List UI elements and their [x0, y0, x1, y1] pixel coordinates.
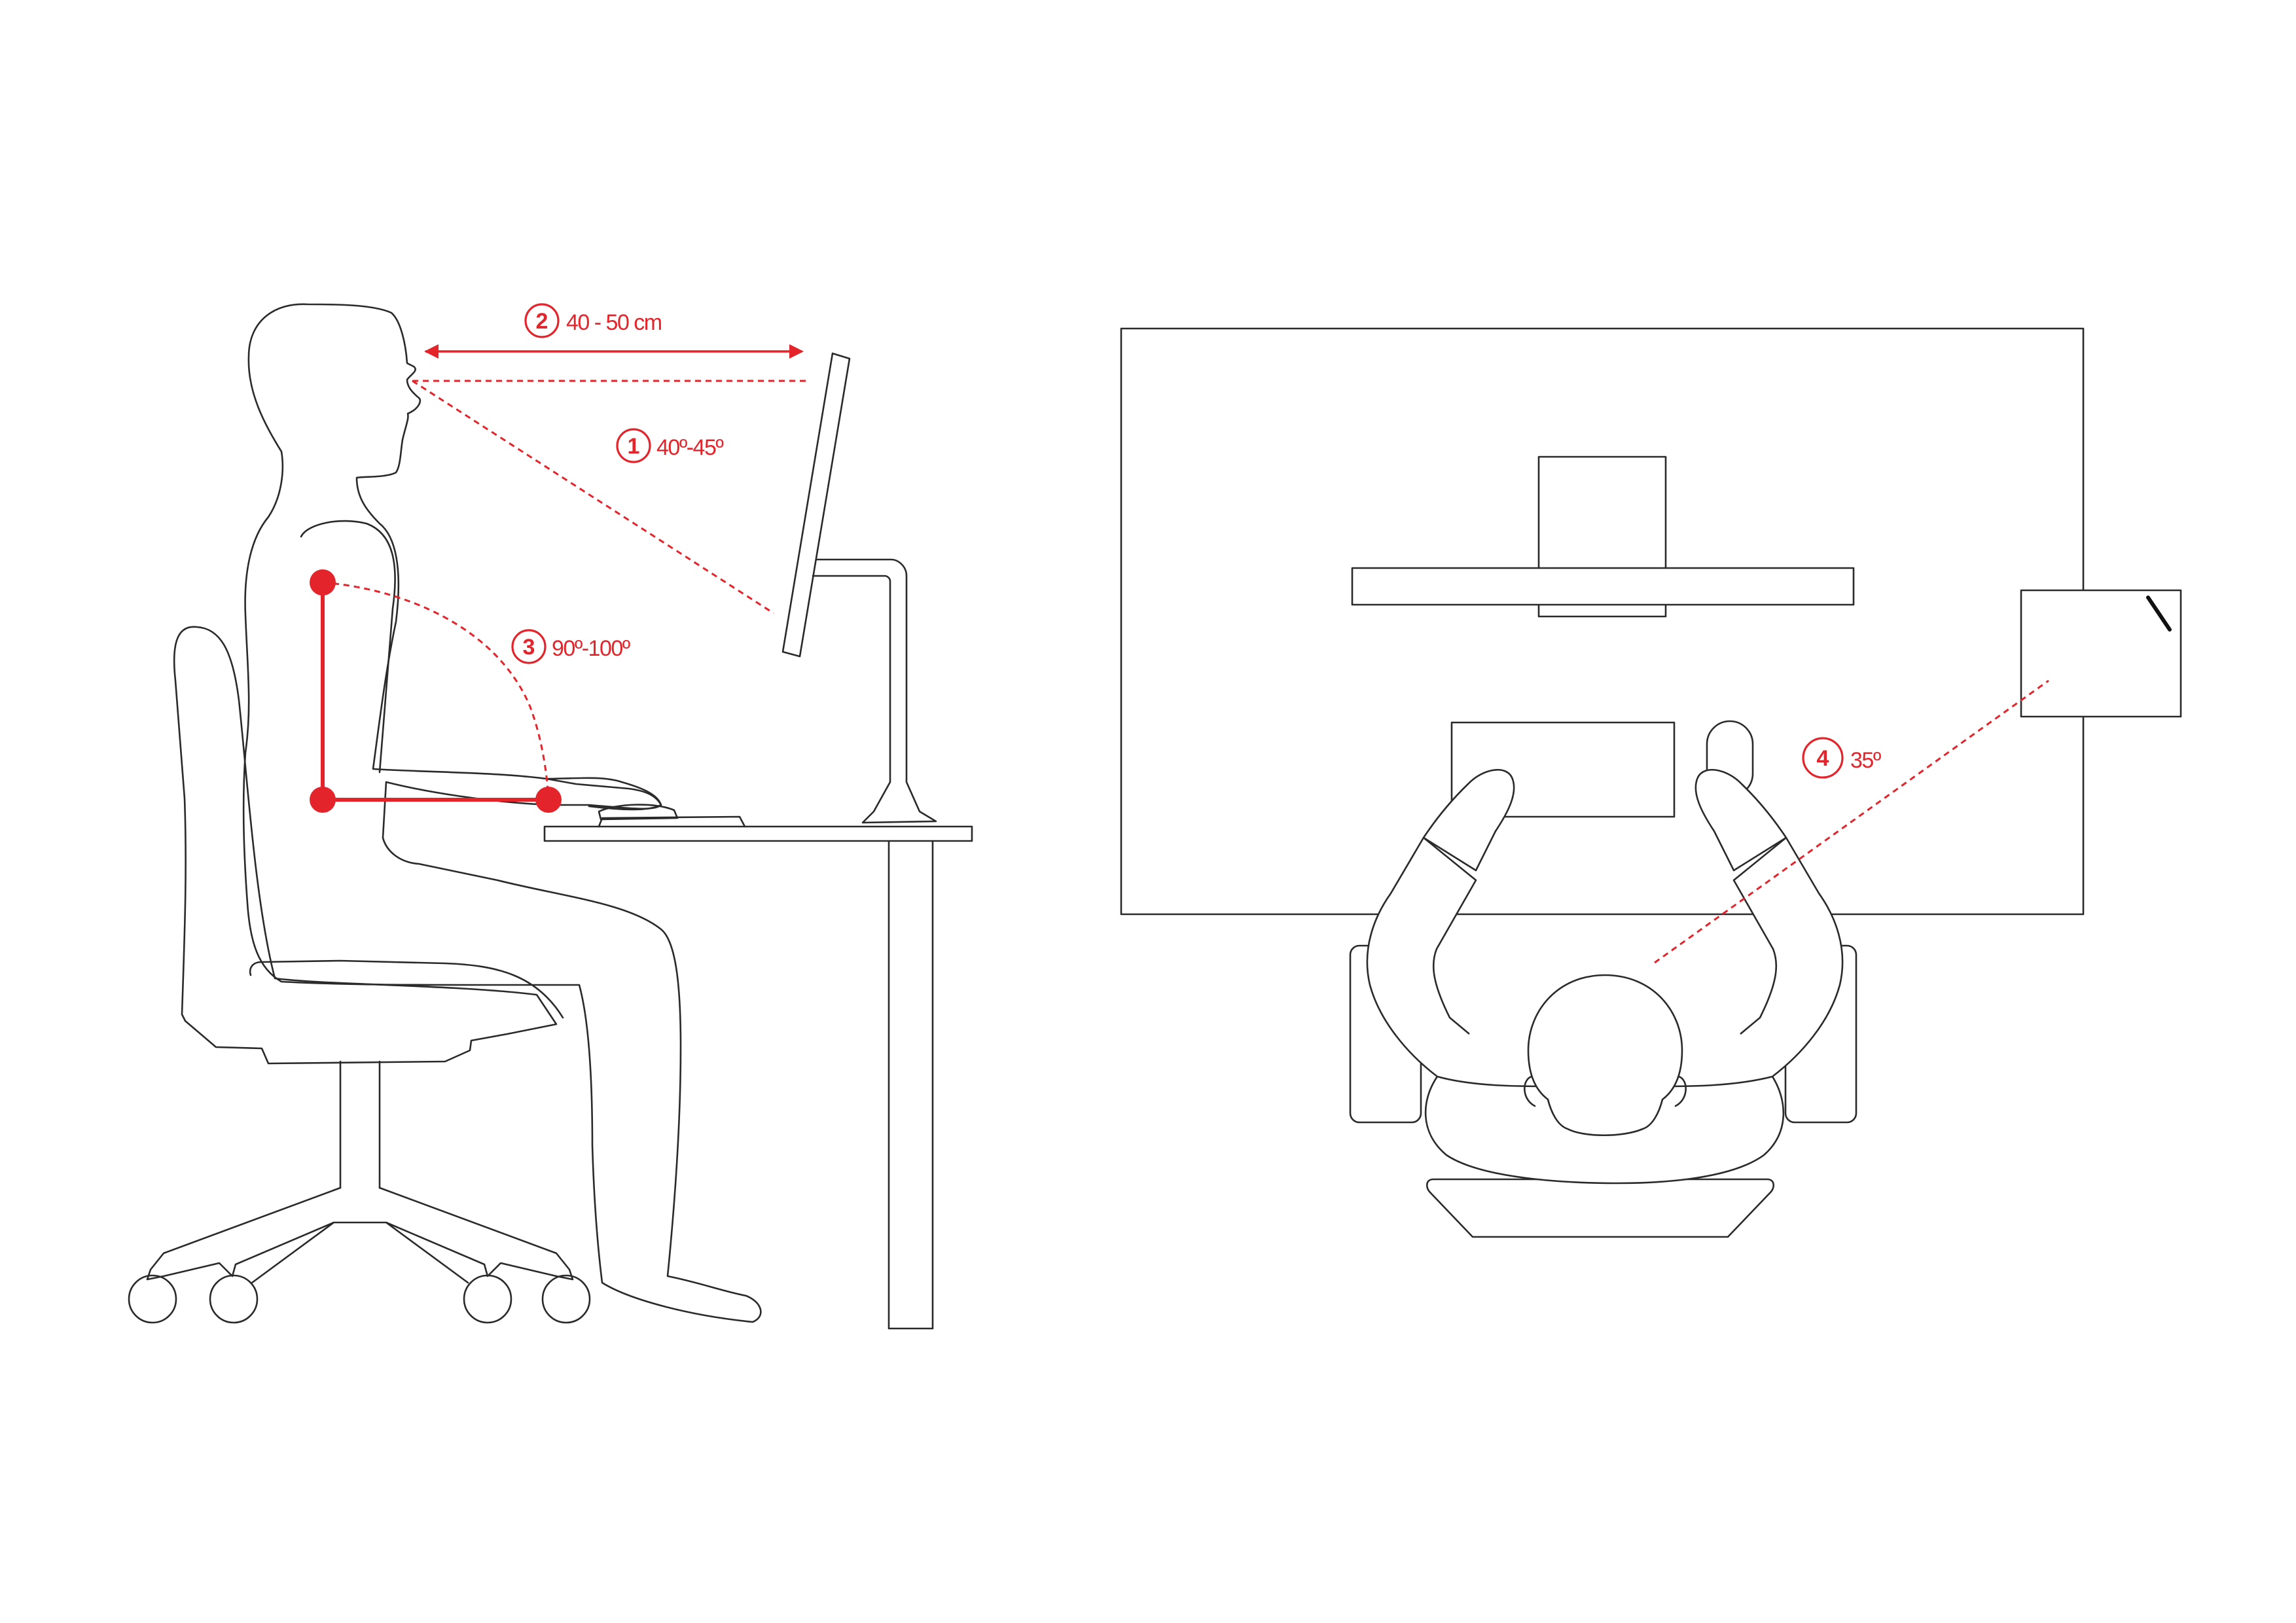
- chair-wheel: [463, 1274, 512, 1324]
- elbow-dot: [310, 787, 336, 813]
- top-view: 4 35º: [1120, 327, 2182, 1238]
- monitor-arm: [812, 558, 937, 824]
- elbow-angle-text: 90º-100º: [552, 636, 630, 661]
- person-right-hand: [1695, 768, 1787, 872]
- person-head-top: [1527, 974, 1683, 1136]
- chair-wheel: [128, 1274, 177, 1324]
- gaze-angle-number: 1: [628, 434, 640, 459]
- desk-top: [543, 825, 973, 842]
- side-view: 2 40 - 50 cm 1 40º-45º 3 90º-100º: [128, 303, 973, 1330]
- chair-seat: [249, 959, 564, 1019]
- distance-label: 2 40 - 50 cm: [524, 303, 662, 338]
- person-top-view: [1366, 768, 1844, 1185]
- chair-wheel: [209, 1274, 259, 1324]
- elbow-angle-label: 3 90º-100º: [511, 629, 631, 664]
- side-panel-mark: [2146, 596, 2172, 632]
- elbow-arc: [322, 581, 550, 799]
- monitor-top-view: [1351, 567, 1855, 606]
- person-left-hand: [1422, 768, 1515, 872]
- person-left-arm: [1366, 836, 1477, 1078]
- person-ears: [1524, 1075, 1687, 1107]
- mouse: [598, 804, 679, 821]
- chair-wheel: [541, 1274, 591, 1324]
- angled-sightline: [412, 380, 774, 615]
- desk-top-view: [1120, 327, 2085, 916]
- view-angle-number: 4: [1817, 746, 1829, 771]
- distance-text: 40 - 50 cm: [566, 310, 662, 335]
- monitor-screen: [781, 352, 851, 658]
- wrist-dot: [535, 787, 562, 813]
- desk-leg: [888, 840, 934, 1330]
- chair-backrest: [173, 626, 558, 1065]
- shoulder-dot: [310, 569, 336, 596]
- person-right-arm: [1732, 836, 1844, 1078]
- chair-base: [146, 1186, 574, 1284]
- person-silhouette: [242, 303, 762, 1323]
- distance-number: 2: [536, 309, 548, 334]
- chair-back-top-view: [1426, 1178, 1774, 1238]
- gaze-angle-text: 40º-45º: [656, 435, 723, 460]
- office-chair: [128, 626, 591, 1324]
- person-arm: [300, 520, 396, 774]
- keyboard-top-view: [1450, 721, 1676, 818]
- monitor-side: [781, 352, 937, 824]
- view-angle-line: [1654, 679, 2049, 964]
- seated-person: [242, 303, 762, 1323]
- view-angle-label: 4 35º: [1802, 737, 1882, 779]
- person-hand: [545, 777, 662, 811]
- chair-column: [339, 1060, 381, 1189]
- side-panel: [2020, 589, 2182, 718]
- monitor-stand-top: [1537, 455, 1667, 618]
- desk: [543, 825, 973, 1330]
- gaze-distance-arrow: [424, 344, 804, 359]
- view-angle-text: 35º: [1850, 748, 1881, 773]
- gaze-angle-label: 1 40º-45º: [616, 428, 725, 463]
- elbow-angle-number: 3: [523, 635, 535, 660]
